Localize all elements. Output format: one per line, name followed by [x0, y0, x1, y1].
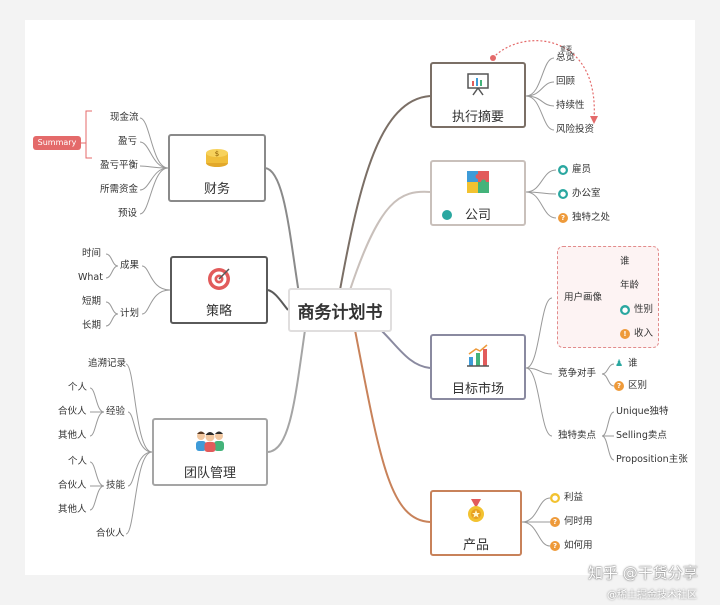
office-icon: ● [558, 188, 568, 199]
competition-item: ?区别 [614, 380, 647, 392]
finance-item: 盈亏 [118, 136, 138, 147]
watermark-sub: @稀土掘金技术社区 [607, 590, 697, 601]
product-item: ?如何用 [550, 540, 593, 552]
exec-item: 总览 [556, 52, 576, 63]
topic-strategy[interactable]: 策略 [170, 256, 268, 324]
team-subitem: 个人 [68, 382, 88, 393]
strategy-group: 计划 [120, 308, 140, 319]
question-icon: ? [550, 516, 560, 527]
finance-item: 预设 [118, 208, 138, 219]
gender-icon: ● [620, 304, 630, 315]
medal-icon [468, 499, 484, 522]
watermark: 知乎 @干货分享 [588, 564, 698, 582]
branch-strategy [267, 289, 289, 311]
coins-icon: $ [206, 149, 228, 167]
strategy-item: 时间 [82, 248, 102, 259]
central-topic-label: 商务计划书 [297, 302, 383, 323]
strategy-item: 长期 [82, 320, 102, 331]
team-item: 技能 [106, 480, 126, 491]
topic-company-label: 公司 [464, 208, 491, 223]
relation-label: 重要 [560, 46, 573, 53]
topic-exec-summary[interactable]: 执行摘要 [430, 62, 526, 128]
competition-item: ♟谁 [614, 358, 638, 369]
usp-label: 独特卖点 [558, 430, 597, 441]
team-icon [196, 431, 224, 452]
branch-team [267, 329, 306, 453]
persona-item: 年龄 [620, 280, 640, 291]
question-icon: ? [550, 540, 560, 551]
finance-item: 所需资金 [100, 184, 139, 195]
topic-target-market[interactable]: 目标市场 [430, 334, 526, 400]
usp-item: Proposition主张 [616, 454, 688, 465]
topic-company[interactable]: 公司 [430, 160, 526, 226]
usp-item: Selling卖点 [616, 430, 667, 441]
svg-text:$: $ [215, 150, 219, 158]
topic-finance[interactable]: $ 财务 [168, 134, 266, 202]
strategy-group: 成果 [120, 260, 140, 271]
competition-label: 竞争对手 [558, 368, 597, 379]
topic-exec-label: 执行摘要 [451, 110, 504, 125]
persona-item: 谁 [620, 256, 630, 267]
topic-product-label: 产品 [462, 538, 489, 553]
topic-finance-label: 财务 [203, 182, 230, 197]
company-marker-icon [442, 210, 452, 220]
bar-chart-icon [467, 344, 489, 367]
company-item: ?独特之处 [558, 212, 610, 224]
team-subitem: 其他人 [58, 430, 87, 441]
company-item: ●办公室 [558, 188, 601, 199]
persona-item: ●性别 [620, 304, 654, 315]
product-connectors [521, 497, 551, 547]
strategy-item: 短期 [82, 296, 102, 307]
presentation-icon [467, 73, 489, 96]
summary-badge[interactable]: Summary [33, 136, 81, 150]
person-icon: ♟ [614, 358, 624, 369]
company-connectors [525, 169, 557, 219]
person-icon: ● [558, 164, 568, 175]
branch-exec [339, 95, 431, 291]
product-item: ●利益 [550, 492, 584, 503]
finance-item: 现金流 [110, 112, 139, 123]
team-subitem: 其他人 [58, 504, 87, 515]
branch-finance [264, 167, 301, 301]
target-icon [208, 268, 230, 290]
team-item: 经验 [106, 406, 126, 417]
strategy-connectors [105, 253, 171, 327]
puzzle-icon [467, 171, 489, 193]
topic-market-label: 目标市场 [451, 382, 504, 397]
team-item: 追溯记录 [88, 358, 127, 369]
team-item: 合伙人 [96, 528, 125, 539]
exec-item: 回顾 [556, 76, 576, 87]
topic-team[interactable]: 团队管理 [152, 418, 268, 486]
team-subitem: 合伙人 [58, 480, 87, 491]
persona-boundary [557, 246, 659, 348]
team-subitem: 合伙人 [58, 406, 87, 417]
topic-product[interactable]: 产品 [430, 490, 522, 556]
difference-icon: ? [614, 380, 624, 391]
question-icon: ? [558, 212, 568, 223]
company-item: ●雇员 [558, 164, 592, 175]
income-icon: ! [620, 328, 630, 339]
topic-strategy-label: 策略 [205, 304, 232, 319]
usp-item: Unique独特 [616, 406, 669, 417]
team-subitem: 个人 [68, 456, 88, 467]
exec-connectors [525, 57, 555, 131]
strategy-item: What [78, 272, 103, 283]
product-item: ?何时用 [550, 516, 593, 528]
finance-item: 盈亏平衡 [100, 160, 139, 171]
topic-team-label: 团队管理 [183, 466, 236, 481]
benefit-icon: ● [550, 492, 560, 503]
finance-connectors [81, 110, 169, 215]
branch-company [349, 190, 431, 291]
persona-label: 用户画像 [564, 292, 603, 303]
team-connectors [89, 363, 153, 535]
exec-item: 风险投资 [556, 124, 595, 135]
branch-product [354, 329, 431, 523]
persona-item: !收入 [620, 328, 653, 340]
exec-item: 持续性 [556, 100, 585, 111]
central-topic[interactable]: 商务计划书 [288, 288, 392, 332]
